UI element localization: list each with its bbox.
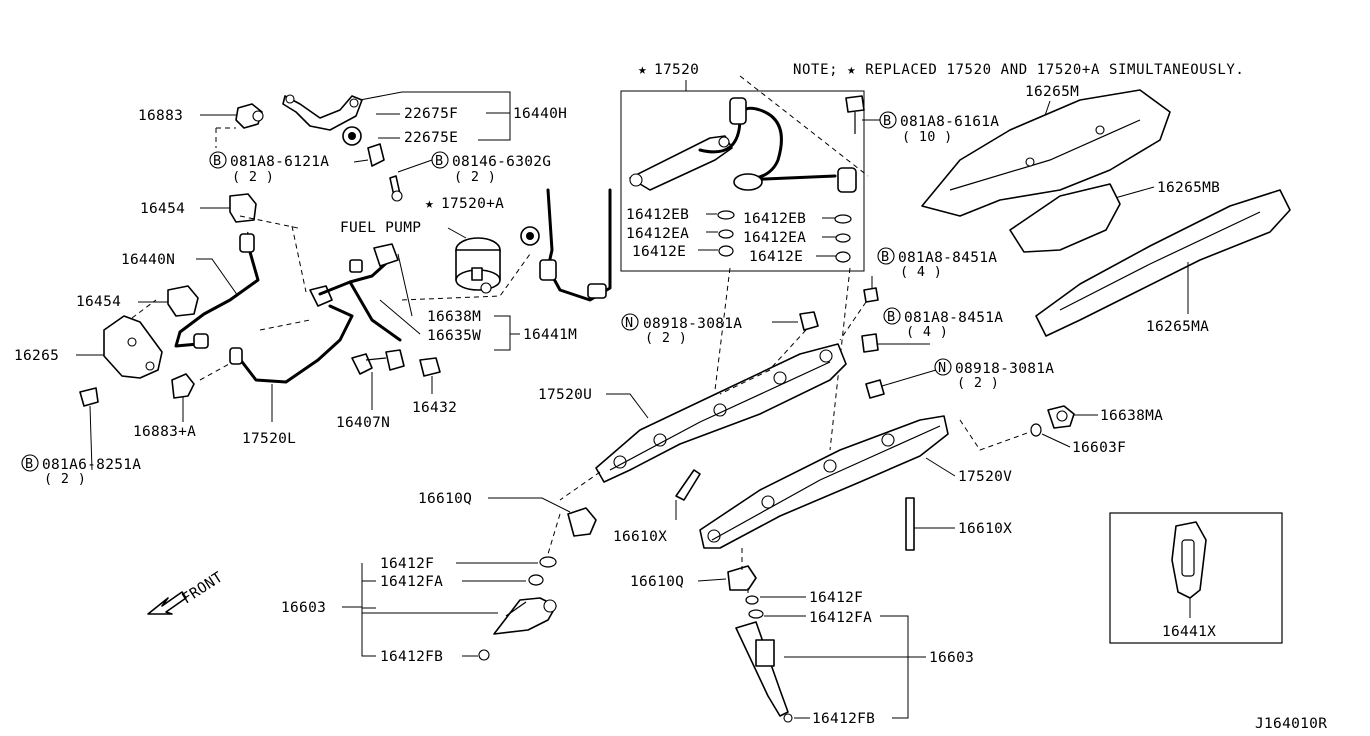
top-left-cluster: 16883 22675F 16440H 22675E B 081A8-6121A… (14, 91, 612, 487)
injector-right-part (735, 621, 789, 717)
part-label-16638ma[interactable]: 16638MA (1100, 408, 1163, 424)
part-label-17520[interactable]: 17520 (654, 62, 699, 78)
part-label-081a8-8451a-top[interactable]: 081A8-8451A (898, 250, 997, 266)
fuel-pump-part (455, 237, 501, 294)
part-label-16638m[interactable]: 16638M (427, 309, 481, 325)
qty-2: ( 2 ) (454, 169, 496, 185)
part-label-16603-right[interactable]: 16603 (929, 650, 974, 666)
part-label-16610q-right[interactable]: 16610Q (630, 574, 684, 590)
bolt-b-glyph: B (435, 153, 443, 169)
qty-2: ( 2 ) (44, 471, 86, 487)
part-label-16412e-left[interactable]: 16412E (632, 244, 686, 260)
part-label-081a8-8451a-lower[interactable]: 081A8-8451A (904, 310, 1003, 326)
part-label-16412fa-right[interactable]: 16412FA (809, 610, 872, 626)
bolt-symbol-icon (877, 247, 895, 265)
connector-16441x-part (1171, 521, 1207, 599)
cover-16265m-part (921, 89, 1171, 217)
qty-4: ( 4 ) (900, 264, 942, 280)
star-icon: ★ (638, 62, 647, 78)
part-label-16412eb-left[interactable]: 16412EB (626, 207, 689, 223)
nut-symbol-icon (621, 313, 639, 331)
fuel-rails: N 08918-3081A ( 2 ) 17520U 17520V 16610X (418, 311, 1012, 591)
part-label-16412ea-left[interactable]: 16412EA (626, 226, 689, 242)
part-label-16610x-right[interactable]: 16610X (958, 521, 1012, 537)
part-label-16603f[interactable]: 16603F (1072, 440, 1126, 456)
part-label-16412eb-right[interactable]: 16412EB (743, 211, 806, 227)
bolt-b-glyph: B (883, 113, 891, 129)
fuel-pump-label: FUEL PUMP (340, 220, 421, 236)
bolt-symbol-icon (883, 307, 901, 325)
bolt-symbol-icon (21, 454, 39, 472)
right-cover-cluster: B 081A8-6161A ( 10 ) 16265M 16265MB 1626… (839, 84, 1291, 456)
fuel-tube-kit-box: ★ 17520 16412EB 16412EA 16412E 16412EB 1… (620, 62, 869, 451)
part-label-081a6-8251a[interactable]: 081A6-8251A (42, 457, 141, 473)
part-label-16610q-left[interactable]: 16610Q (418, 491, 472, 507)
bolt-symbol-icon (879, 111, 897, 129)
front-arrow-icon (147, 591, 187, 615)
fuel-tube-part (629, 135, 733, 191)
part-label-08146-6302g[interactable]: 08146-6302G (452, 154, 551, 170)
inset-16441x: 16441X (1109, 512, 1283, 644)
part-label-16265ma[interactable]: 16265MA (1146, 319, 1209, 335)
part-label-17520v[interactable]: 17520V (958, 469, 1012, 485)
part-label-17520u[interactable]: 17520U (538, 387, 592, 403)
part-label-16610x-left[interactable]: 16610X (613, 529, 667, 545)
part-label-08918-3081a-left[interactable]: 08918-3081A (643, 316, 742, 332)
part-label-081a8-6121a[interactable]: 081A8-6121A (230, 154, 329, 170)
note-text: NOTE; ★ REPLACED 17520 AND 17520+A SIMUL… (793, 62, 1244, 78)
part-label-16441m[interactable]: 16441M (523, 327, 577, 343)
fuel-rail-17520v-part (699, 415, 949, 549)
part-label-16265m[interactable]: 16265M (1025, 84, 1079, 100)
part-label-16412fb-right[interactable]: 16412FB (812, 711, 875, 727)
front-label: FRONT (179, 569, 226, 607)
part-label-16412ea-right[interactable]: 16412EA (743, 230, 806, 246)
part-label-16412f-left[interactable]: 16412F (380, 556, 434, 572)
part-label-16454-top[interactable]: 16454 (140, 201, 185, 217)
qty-2: ( 2 ) (957, 375, 999, 391)
part-label-081a8-6161a[interactable]: 081A8-6161A (900, 114, 999, 130)
part-label-16635w[interactable]: 16635W (427, 328, 481, 344)
qty-2: ( 2 ) (232, 169, 274, 185)
part-label-16265[interactable]: 16265 (14, 348, 59, 364)
bolt-b-glyph: B (887, 309, 895, 325)
part-label-16441x[interactable]: 16441X (1162, 624, 1216, 640)
injector-left-group: 16412F 16412FA 16603 16412FB (281, 513, 561, 665)
qty-10: ( 10 ) (902, 129, 953, 145)
part-label-08918-3081a-right[interactable]: 08918-3081A (955, 361, 1054, 377)
nut-symbol-icon (934, 358, 952, 376)
part-label-16407n[interactable]: 16407N (336, 415, 390, 431)
bolt-b-glyph: B (881, 249, 889, 265)
bolt-b-glyph: B (213, 153, 221, 169)
part-label-16412f-right[interactable]: 16412F (809, 590, 863, 606)
part-label-16883[interactable]: 16883 (138, 108, 183, 124)
qty-4: ( 4 ) (906, 324, 948, 340)
part-label-16883a[interactable]: 16883+A (133, 424, 196, 440)
nut-n-glyph: N (625, 315, 633, 331)
qty-2: ( 2 ) (645, 330, 687, 346)
part-label-17520a[interactable]: 17520+A (441, 196, 504, 212)
part-label-16432[interactable]: 16432 (412, 400, 457, 416)
part-label-16265mb[interactable]: 16265MB (1157, 180, 1220, 196)
part-label-16440n[interactable]: 16440N (121, 252, 175, 268)
bolt-b-glyph: B (25, 456, 33, 472)
cover-16265ma-part (1035, 189, 1291, 337)
part-label-16412fb-left[interactable]: 16412FB (380, 649, 443, 665)
part-label-16454-mid[interactable]: 16454 (76, 294, 121, 310)
diagram-id: J164010R (1255, 716, 1327, 732)
injector-right-group: 16412F 16412FA 16603 16412FB (735, 548, 974, 727)
part-label-22675f[interactable]: 22675F (404, 106, 458, 122)
part-label-17520l[interactable]: 17520L (242, 431, 296, 447)
bolt-symbol-icon (209, 151, 227, 169)
star-icon: ★ (425, 196, 434, 212)
part-label-16412fa-left[interactable]: 16412FA (380, 574, 443, 590)
front-arrow: FRONT (147, 569, 226, 615)
nut-n-glyph: N (938, 360, 946, 376)
cover-16265mb-part (1009, 183, 1121, 253)
part-label-16412e-right[interactable]: 16412E (749, 249, 803, 265)
part-label-22675e[interactable]: 22675E (404, 130, 458, 146)
part-label-16603-left[interactable]: 16603 (281, 600, 326, 616)
part-label-16440h[interactable]: 16440H (513, 106, 567, 122)
